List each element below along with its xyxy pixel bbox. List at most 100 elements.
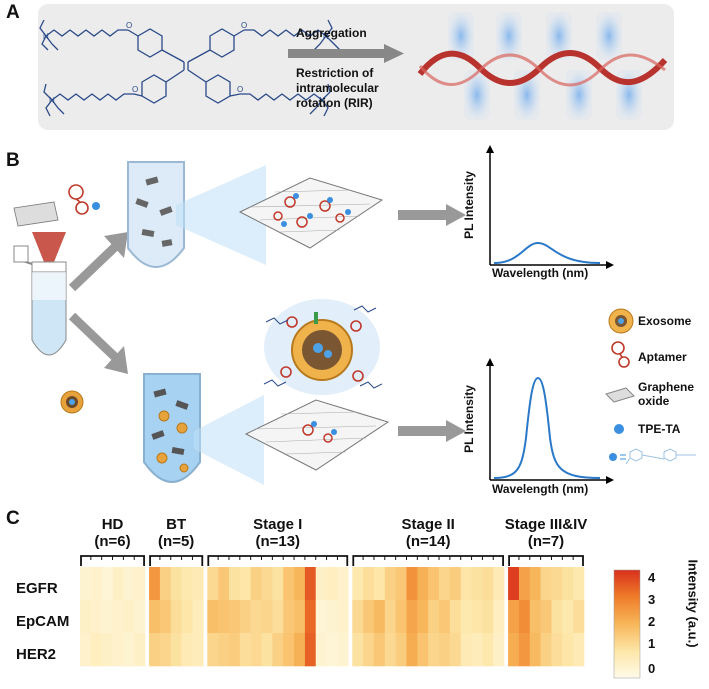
colorbar-tick-3: 3	[648, 592, 656, 607]
cohort-label: Stage I(n=13)	[187, 516, 368, 550]
cohort-name: HD	[101, 516, 124, 533]
heatmap-cell	[373, 600, 386, 634]
cohort-count: (n=14)	[405, 533, 451, 550]
heatmap-cell	[149, 567, 161, 601]
cohort-bracket	[508, 555, 584, 566]
heatmap-cell	[439, 633, 451, 667]
heatmap-cell	[352, 600, 364, 634]
heatmap-cell	[493, 600, 505, 634]
heatmap-cell	[207, 633, 219, 667]
heatmap-cell	[439, 567, 451, 601]
heatmap-cell	[417, 633, 429, 667]
heatmap-cell	[395, 600, 407, 634]
svg-text:N: N	[319, 96, 325, 105]
heatmap-cell	[304, 600, 317, 634]
heatmap-cell	[540, 633, 552, 667]
colorbar-tick-0: 0	[648, 661, 656, 676]
heatmap-cell	[304, 567, 317, 601]
heatmap-cell	[529, 567, 541, 601]
heatmap-cell	[192, 633, 204, 667]
readout-arrow-top-icon	[398, 204, 466, 226]
cohort-bracket	[207, 555, 349, 566]
panel-c-letter: C	[6, 508, 20, 529]
heatmap-cell	[239, 600, 251, 634]
heatmap-cell	[562, 633, 574, 667]
cohort-count: (n=13)	[255, 533, 301, 550]
rir-label-line3: rotation (RIR)	[296, 96, 373, 110]
pl-plot-bottom-xlabel: Wavelength (nm)	[492, 482, 589, 496]
heatmap-cell	[170, 600, 182, 634]
colorbar-title: Intensity (a.u.)	[685, 559, 701, 648]
heatmap-cell	[239, 633, 251, 667]
heatmap-cell	[406, 600, 418, 634]
heatmap-cell	[508, 567, 520, 601]
heatmap-cell	[294, 633, 306, 667]
heatmap-cell	[134, 600, 146, 634]
aggregate-helix-illustration	[417, 12, 668, 120]
heatmap-cell	[326, 633, 338, 667]
heatmap-cell	[272, 600, 284, 634]
aptamer-icon	[611, 341, 630, 368]
heatmap-cell	[228, 600, 241, 634]
split-arrows-icon	[68, 232, 128, 374]
heatmap-cell	[123, 600, 135, 634]
pl-plot-bottom	[486, 358, 614, 484]
legend-aptamer-label: Aptamer	[638, 350, 687, 364]
pl-plot-top-xlabel: Wavelength (nm)	[492, 266, 589, 280]
heatmap-cell	[272, 633, 284, 667]
cohort-count: (n=6)	[94, 533, 131, 550]
zoom-beam-top	[176, 165, 266, 265]
legend-graphene-label: Graphene oxide	[638, 380, 695, 408]
heatmap-cell	[159, 600, 172, 634]
heatmap-cell	[482, 600, 494, 634]
heatmap-cell	[101, 567, 113, 601]
graphene-lattice-bottom	[244, 399, 390, 471]
heatmap-cell	[294, 600, 306, 634]
svg-text:O: O	[241, 21, 247, 30]
cohort-label: BT(n=5)	[129, 516, 223, 550]
heatmap-cell	[352, 567, 364, 601]
rir-label-line1: Restriction of	[296, 66, 374, 80]
heatmap-cell	[449, 633, 462, 667]
colorbar-tick-2: 2	[648, 614, 656, 629]
heatmap-cell	[518, 600, 531, 634]
heatmap-cell	[315, 600, 327, 634]
heatmap-cell	[417, 567, 429, 601]
heatmap-cell	[395, 567, 407, 601]
svg-text:N: N	[43, 32, 49, 41]
tpe-ta-icon	[614, 424, 624, 434]
exosome-aptamer-complex	[263, 299, 383, 395]
cohort-count: (n=7)	[527, 533, 565, 550]
heatmap-cell	[508, 633, 520, 667]
heatmap-cell	[181, 567, 193, 601]
heatmap-cell	[428, 600, 440, 634]
heatmap-cell	[294, 567, 306, 601]
heatmap-cell	[573, 567, 585, 601]
graphene-tube-top	[127, 161, 185, 268]
heatmap-cell	[551, 633, 563, 667]
heatmap-cell	[315, 633, 327, 667]
heatmap-cell	[551, 567, 563, 601]
heatmap-cell	[261, 600, 273, 634]
svg-text:O: O	[237, 85, 243, 94]
heatmap-cell	[80, 567, 92, 601]
heatmap-cell	[363, 633, 375, 667]
legend-tpe-ta-label: TPE-TA	[638, 422, 681, 436]
heatmap-cell	[518, 567, 531, 601]
cohort-name: Stage II	[401, 516, 455, 533]
sample-tube-illustration	[13, 184, 100, 414]
colorbar	[613, 569, 641, 679]
legend-exosome-label: Exosome	[638, 314, 692, 328]
heatmap-cell	[283, 633, 295, 667]
heatmap-cell	[493, 567, 505, 601]
heatmap-cell	[428, 567, 440, 601]
heatmap-cell	[134, 567, 146, 601]
heatmap-cell	[460, 633, 472, 667]
heatmap-cell	[228, 567, 241, 601]
heatmap-cell	[529, 633, 541, 667]
heatmap-cell	[384, 600, 396, 634]
heatmap-cell	[540, 567, 552, 601]
heatmap-cell	[508, 600, 520, 634]
